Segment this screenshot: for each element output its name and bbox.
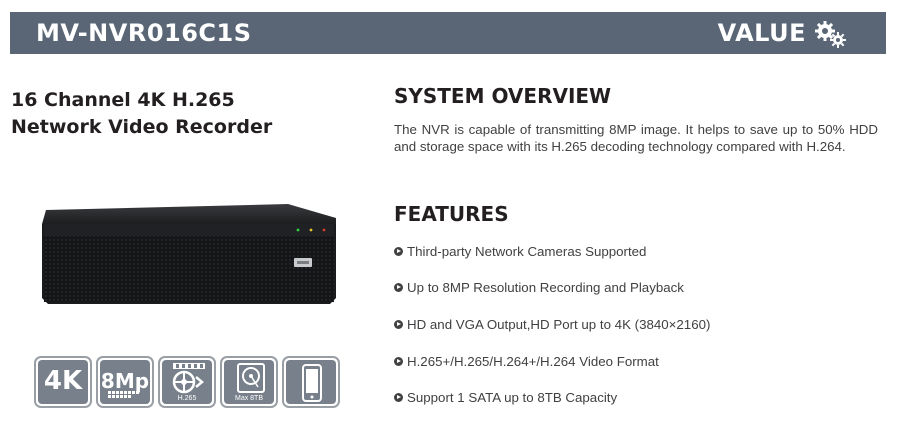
h265-icon: H.265	[158, 356, 216, 408]
header-bar: MV-NVR016C1S VALUE	[10, 12, 886, 54]
hdd-icon-caption: Max 8TB	[234, 395, 263, 402]
feature-item-text: H.265+/H.265/H.264+/H.264 Video Format	[407, 354, 659, 369]
tier-label: VALUE	[717, 19, 806, 47]
8mp-icon-label: 8Mp	[100, 369, 150, 393]
feature-item: Up to 8MP Resolution Recording and Playb…	[394, 280, 684, 295]
features-heading: FEATURES	[394, 202, 509, 226]
feature-item: HD and VGA Output,HD Port up to 4K (3840…	[394, 317, 710, 332]
feature-item-text: HD and VGA Output,HD Port up to 4K (3840…	[407, 317, 711, 332]
8mp-icon: 8Mp	[96, 356, 154, 408]
feature-item: Third-party Network Cameras Supported	[394, 244, 646, 259]
overview-heading: SYSTEM OVERVIEW	[394, 84, 612, 108]
hdd-icon: Max 8TB	[220, 356, 278, 408]
feature-item-text: Up to 8MP Resolution Recording and Playb…	[407, 280, 684, 295]
pixel-grid-icon	[108, 391, 139, 398]
feature-item: Support 1 SATA up to 8TB Capacity	[394, 390, 617, 405]
mobile-phone-icon	[282, 356, 340, 408]
product-title-line-2: Network Video Recorder	[11, 116, 273, 138]
4k-icon: 4K	[34, 356, 92, 408]
film-reel-icon	[172, 363, 205, 394]
h265-icon-caption: H.265	[177, 395, 197, 402]
bullet-icon	[394, 393, 403, 402]
product-title-line-1: 16 Channel 4K H.265	[11, 89, 235, 111]
4k-icon-label: 4K	[43, 366, 83, 396]
gears-icon	[815, 21, 846, 48]
feature-item: H.265+/H.265/H.264+/H.264 Video Format	[394, 354, 659, 369]
bullet-icon	[394, 247, 403, 256]
hard-disk-icon	[237, 363, 265, 393]
nvr-device-image	[42, 204, 336, 304]
feature-item-text: Third-party Network Cameras Supported	[407, 244, 647, 259]
bullet-icon	[394, 320, 403, 329]
model-title: MV-NVR016C1S	[36, 19, 252, 47]
bullet-icon	[394, 357, 403, 366]
smartphone-icon	[302, 364, 322, 402]
feature-item-text: Support 1 SATA up to 8TB Capacity	[407, 390, 618, 405]
bullet-icon	[394, 283, 403, 292]
overview-body: The NVR is capable of transmitting 8MP i…	[394, 122, 878, 154]
product-title: 16 Channel 4K H.265 Network Video Record…	[11, 87, 272, 141]
